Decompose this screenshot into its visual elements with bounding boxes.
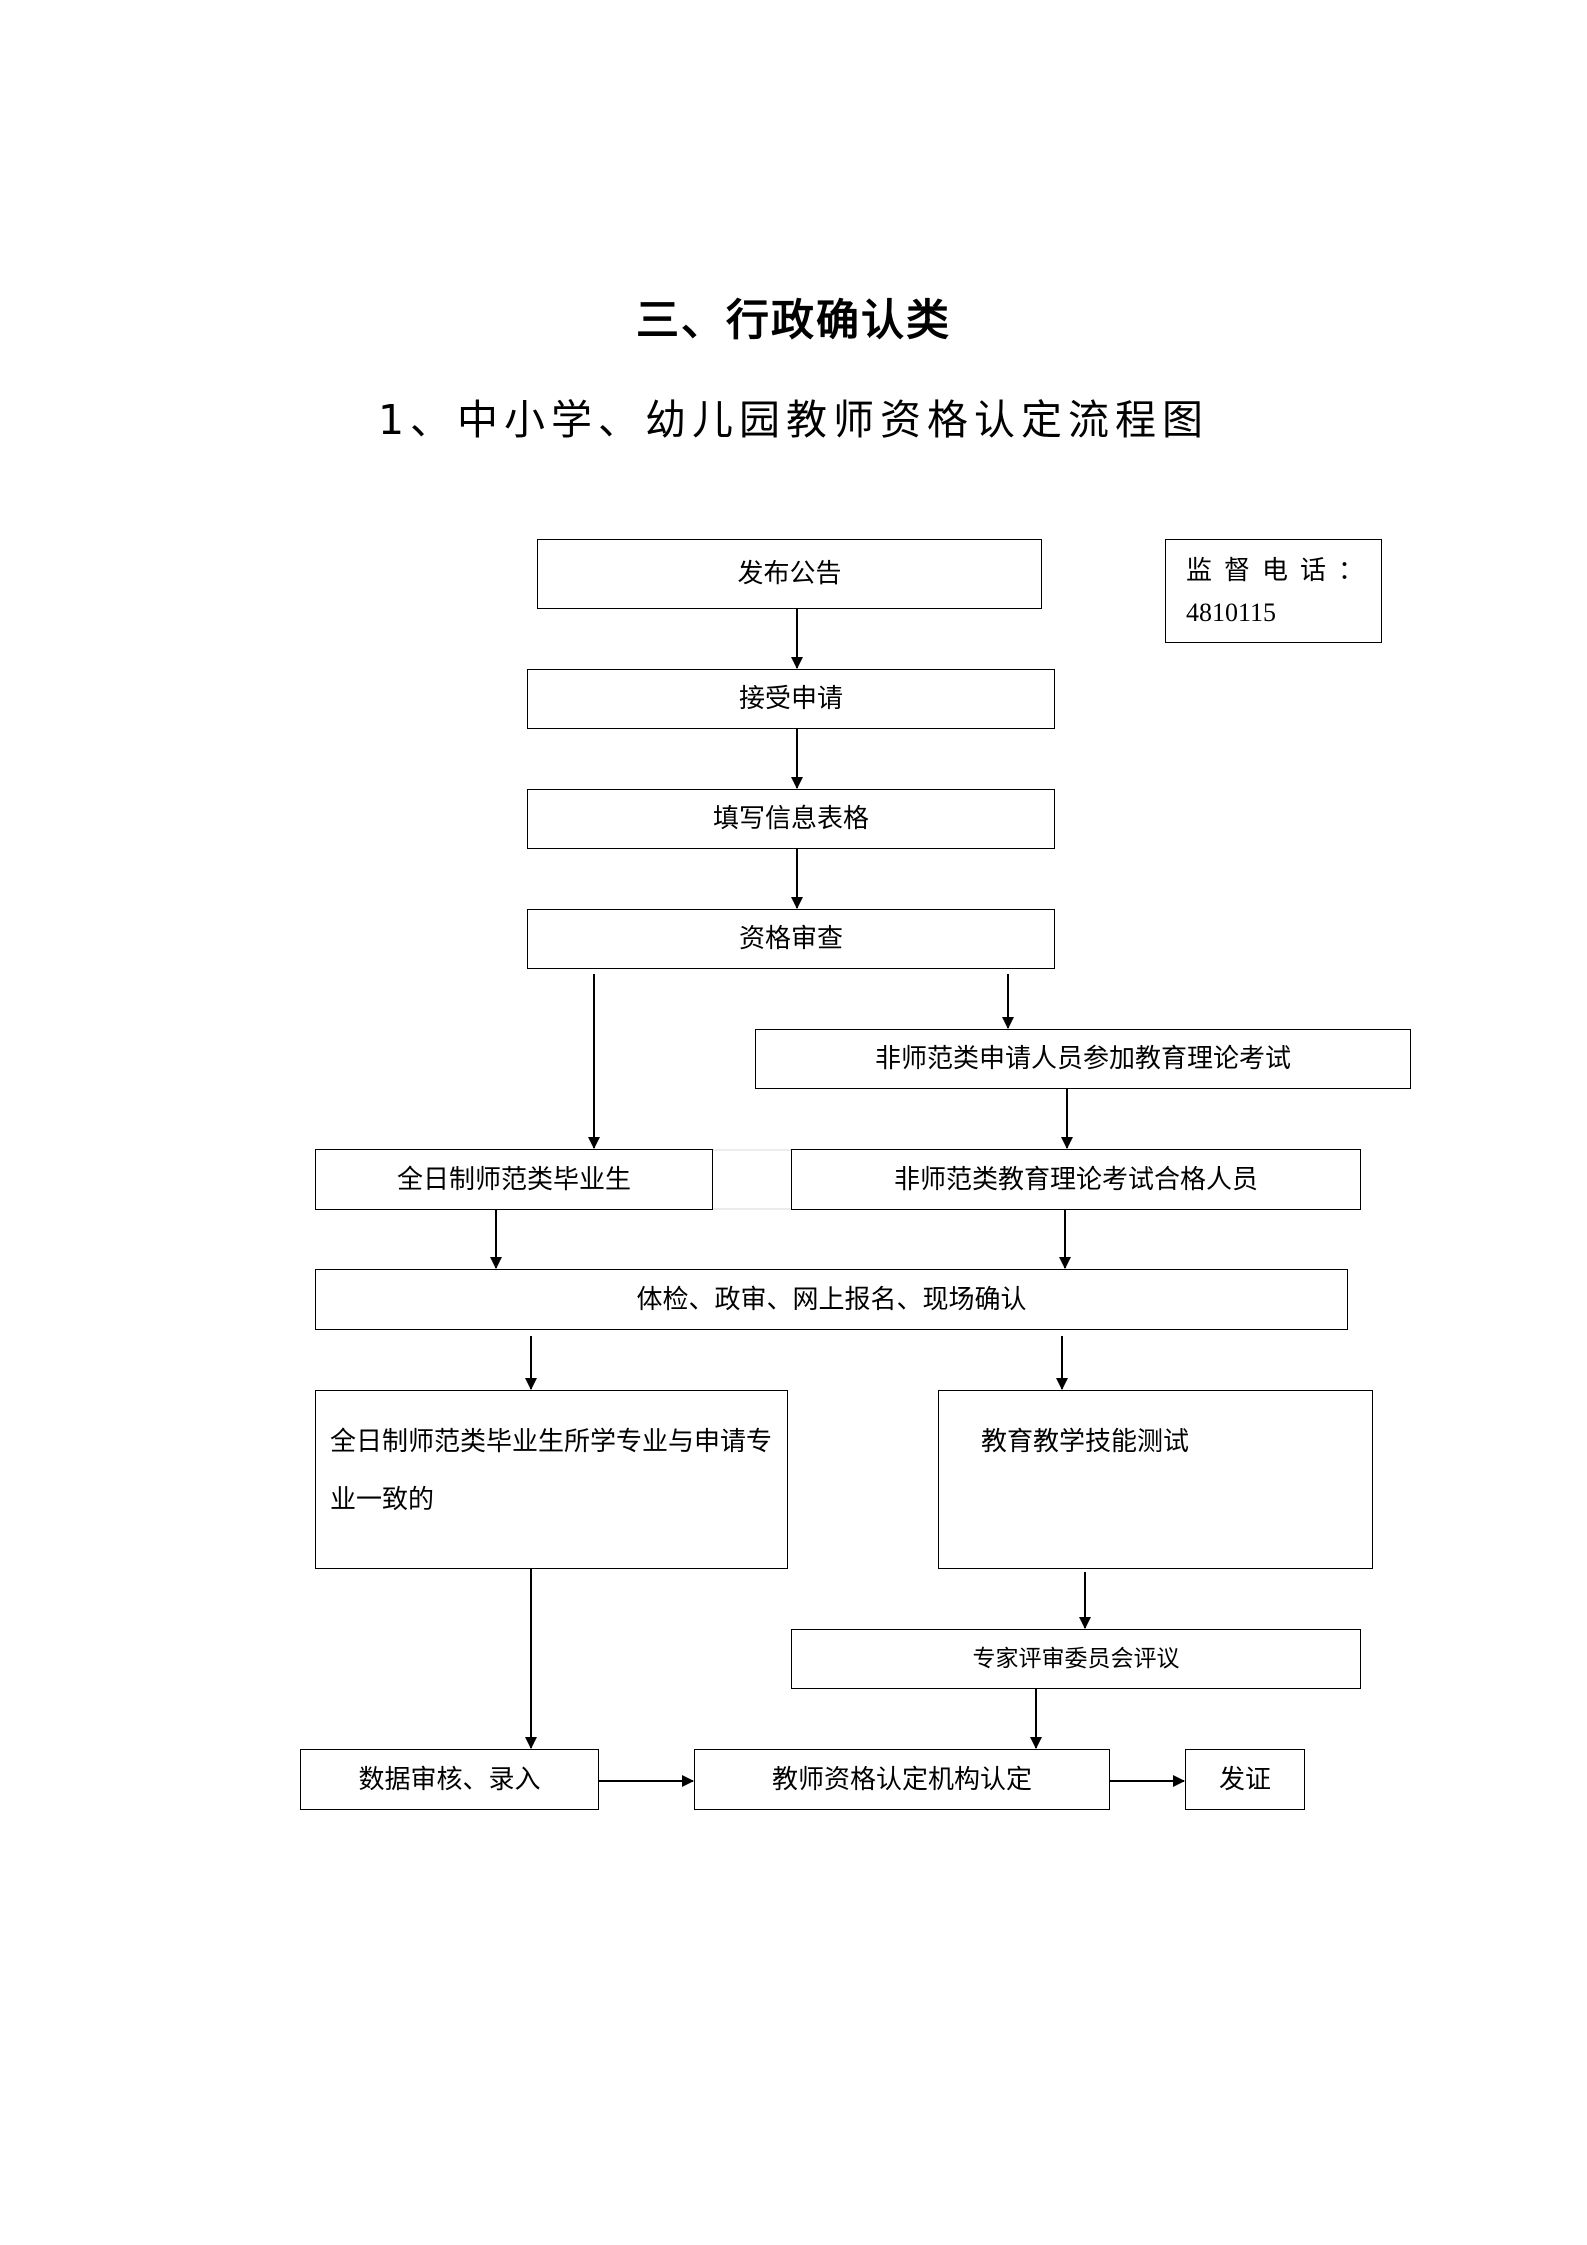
step-fulltime-graduate: 全日制师范类毕业生 xyxy=(315,1149,713,1210)
step-skill-test: 教育教学技能测试 xyxy=(938,1390,1373,1569)
step-expert-review: 专家评审委员会评议 xyxy=(791,1629,1361,1689)
step-certification: 教师资格认定机构认定 xyxy=(694,1749,1110,1810)
phone-label: 监督电话： xyxy=(1186,556,1377,585)
step-fill-form: 填写信息表格 xyxy=(527,789,1055,849)
phone-number: 4810115 xyxy=(1186,598,1277,627)
flowchart-title: 1、中小学、幼儿园教师资格认定流程图 xyxy=(377,396,1210,444)
step-major-match: 全日制师范类毕业生所学专业与申请专业一致的 xyxy=(315,1390,788,1569)
step-data-entry: 数据审核、录入 xyxy=(300,1749,599,1810)
step-announce: 发布公告 xyxy=(537,539,1042,609)
step-exam-passed: 非师范类教育理论考试合格人员 xyxy=(791,1149,1361,1210)
section-title: 三、行政确认类 xyxy=(636,296,951,346)
supervision-phone-box: 监督电话： 4810115 xyxy=(1165,539,1382,643)
connector-faint-lines xyxy=(713,1149,791,1210)
step-physical-political-registration: 体检、政审、网上报名、现场确认 xyxy=(315,1269,1348,1330)
step-accept-application: 接受申请 xyxy=(527,669,1055,729)
step-issue-certificate: 发证 xyxy=(1185,1749,1305,1810)
step-qualification-review: 资格审查 xyxy=(527,909,1055,969)
step-theory-exam: 非师范类申请人员参加教育理论考试 xyxy=(755,1029,1411,1089)
